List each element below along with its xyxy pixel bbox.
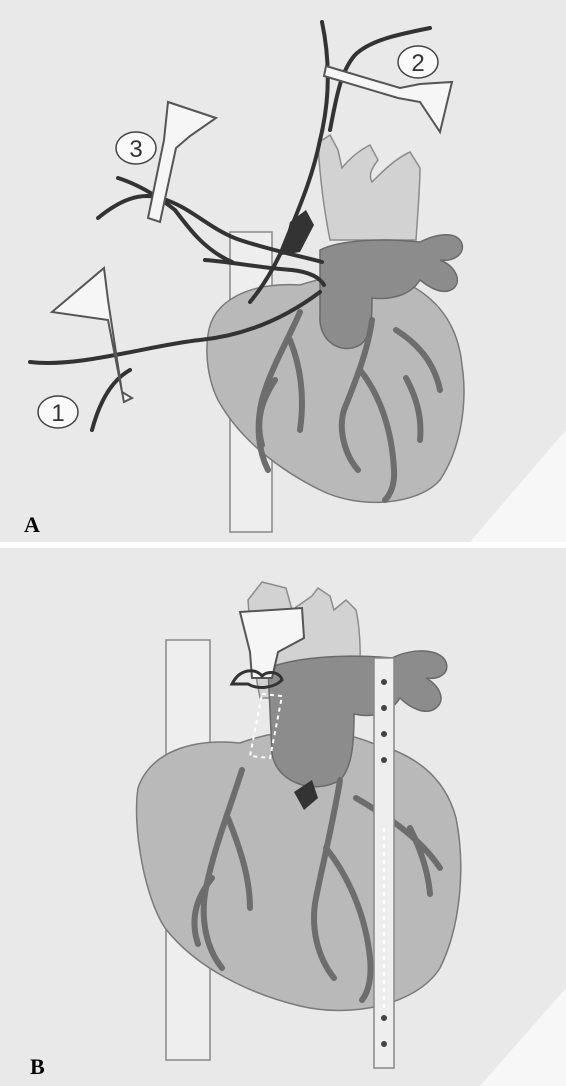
callout-1: 1 xyxy=(38,396,78,428)
panel-a-illustration: 1 2 3 xyxy=(0,0,566,542)
vent-catheter xyxy=(374,658,394,1068)
panel-a-label: A xyxy=(24,512,40,538)
panel-b-label: B xyxy=(30,1054,45,1080)
panel-b-illustration xyxy=(0,548,566,1086)
callout-2: 2 xyxy=(398,46,438,78)
panel-a: 1 2 3 A xyxy=(0,0,566,542)
callout-2-label: 2 xyxy=(411,50,424,77)
panel-b: B xyxy=(0,548,566,1086)
callout-1-label: 1 xyxy=(51,400,64,427)
callout-3-label: 3 xyxy=(129,136,142,163)
callout-3: 3 xyxy=(116,132,156,164)
